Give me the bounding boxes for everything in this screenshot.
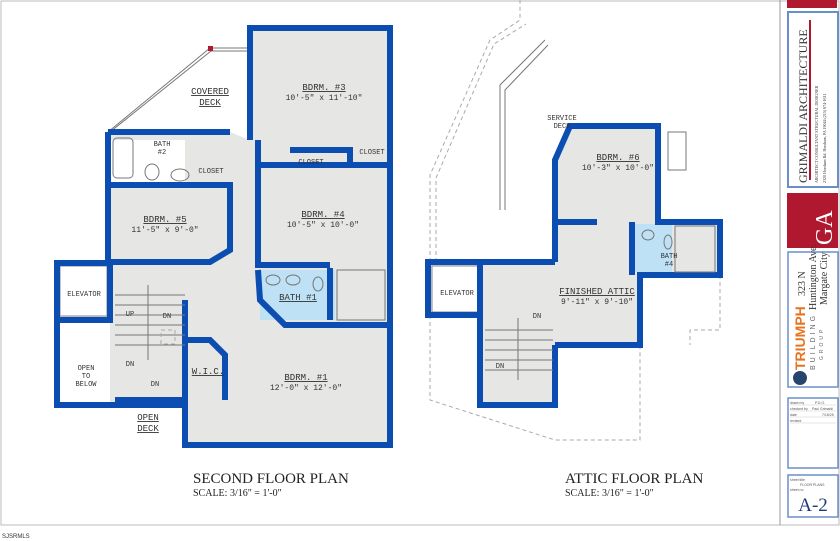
- second-floor-plan: COVERED DECK BDRM. #3 10'-5" x 11'-10" B…: [54, 25, 393, 499]
- bath2-label-2: #2: [158, 149, 166, 157]
- second-floor-stairs: [115, 285, 185, 360]
- title-block: GRIMALDI ARCHITECTURE ARCHITECT CONSULTA…: [787, 0, 839, 518]
- elevator-label: ELEVATOR: [67, 291, 101, 299]
- second-floor-title: SECOND FLOOR PLAN: [193, 471, 349, 487]
- attic-elevator-label: ELEVATOR: [440, 290, 474, 298]
- checked-by: Paul Grimaldi: [812, 407, 833, 411]
- bdrm5-label: BDRM. #5: [143, 215, 186, 225]
- closet-label: CLOSET: [198, 168, 223, 176]
- drawn-by: P.D.G.: [815, 401, 825, 405]
- open-below-label-1: OPEN: [78, 365, 95, 373]
- service-deck-label-1: SERVICE: [547, 115, 576, 123]
- bdrm6-label: BDRM. #6: [596, 153, 639, 163]
- attic-floor-title: ATTIC FLOOR PLAN: [565, 471, 704, 487]
- second-floor-scale: SCALE: 3/16" = 1'-0": [193, 488, 282, 499]
- bdrm4-label: BDRM. #4: [301, 210, 344, 220]
- bdrm1-dim: 12'-0" x 12'-0": [270, 384, 342, 393]
- date: 7/16/25: [822, 413, 834, 417]
- open-deck-label-2: DECK: [137, 424, 159, 434]
- bath2-label-1: BATH: [154, 141, 171, 149]
- project-address-1: 323 N: [797, 271, 808, 296]
- attic-floor-plan: SERVICE DECK BDRM. #6 10'-3" x 10'-0" BA…: [425, 0, 723, 499]
- builder-logo-text: GROUP: [819, 327, 825, 360]
- covered-deck-label-2: DECK: [199, 98, 221, 108]
- checked-by-label: checked by: [790, 407, 808, 411]
- builder-logo-text: BUILDING: [810, 313, 817, 370]
- firm-roles: ARCHITECT CONSULTANT STRUCTURAL DESIGNER: [814, 86, 819, 183]
- stair-dn-label: DN: [151, 381, 159, 389]
- bath4-label-2: #4: [665, 261, 673, 269]
- bdrm5-dim: 11'-5" x 9'-0": [131, 226, 198, 235]
- service-deck-label-2: DECK: [554, 123, 572, 131]
- project-address-2: Huntington Ave.: [808, 244, 819, 310]
- stair-dn-label: DN: [163, 313, 171, 321]
- firm-logo-text: GA: [812, 210, 838, 245]
- bdrm3-label: BDRM. #3: [302, 83, 345, 93]
- sheet-border: [0, 0, 840, 526]
- attic-stair-dn-label: DN: [533, 313, 541, 321]
- stair-dn-label: DN: [126, 361, 134, 369]
- revised-label: revised: [790, 419, 801, 423]
- open-below-label-3: BELOW: [75, 381, 97, 389]
- project-address-3: Margate City: [819, 252, 830, 305]
- bath4-label-1: BATH: [661, 253, 678, 261]
- firm-address: 2320 Horsham Rd. Horsham, PA 19044 (215)…: [822, 94, 828, 183]
- open-deck-label-1: OPEN: [137, 413, 159, 423]
- stair-up-label: UP: [126, 311, 134, 319]
- attic-floor-scale: SCALE: 3/16" = 1'-0": [565, 488, 654, 499]
- watermark: SJSRMLS: [2, 534, 30, 540]
- date-label: date: [790, 413, 797, 417]
- firm-logo: [787, 193, 838, 248]
- covered-deck-label-1: COVERED: [191, 87, 229, 97]
- bdrm3-dim: 10'-5" x 11'-10": [286, 94, 363, 103]
- closet-label: CLOSET: [359, 149, 384, 157]
- bdrm4-dim: 10'-5" x 10'-0": [287, 221, 359, 230]
- drawn-by-label: drawn by: [790, 401, 804, 405]
- closet-label: CLOSET: [298, 159, 323, 167]
- attic-stair-dn-label: DN: [496, 363, 504, 371]
- open-below-label-2: TO: [82, 373, 90, 381]
- sheet-number: A-2: [798, 495, 828, 516]
- firm-name: GRIMALDI ARCHITECTURE: [796, 29, 810, 183]
- bath1-label: BATH #1: [279, 293, 317, 303]
- sheet-title-label: sheet title: [790, 478, 805, 482]
- finished-attic-dim: 9'-11" x 9'-10": [561, 298, 633, 307]
- sheet-no-label: sheet no.: [790, 488, 804, 492]
- wic-label: W.I.C.: [192, 367, 224, 377]
- sheet-title: FLOOR PLANS: [800, 483, 825, 487]
- builder-logo-text: TRIUMPH: [792, 306, 808, 370]
- attic-stairs: [485, 318, 553, 380]
- bdrm1-label: BDRM. #1: [284, 373, 327, 383]
- builder-logo-icon: [793, 371, 807, 385]
- finished-attic-label: FINISHED ATTIC: [559, 287, 635, 297]
- bdrm6-dim: 10'-3" x 10'-0": [582, 164, 654, 173]
